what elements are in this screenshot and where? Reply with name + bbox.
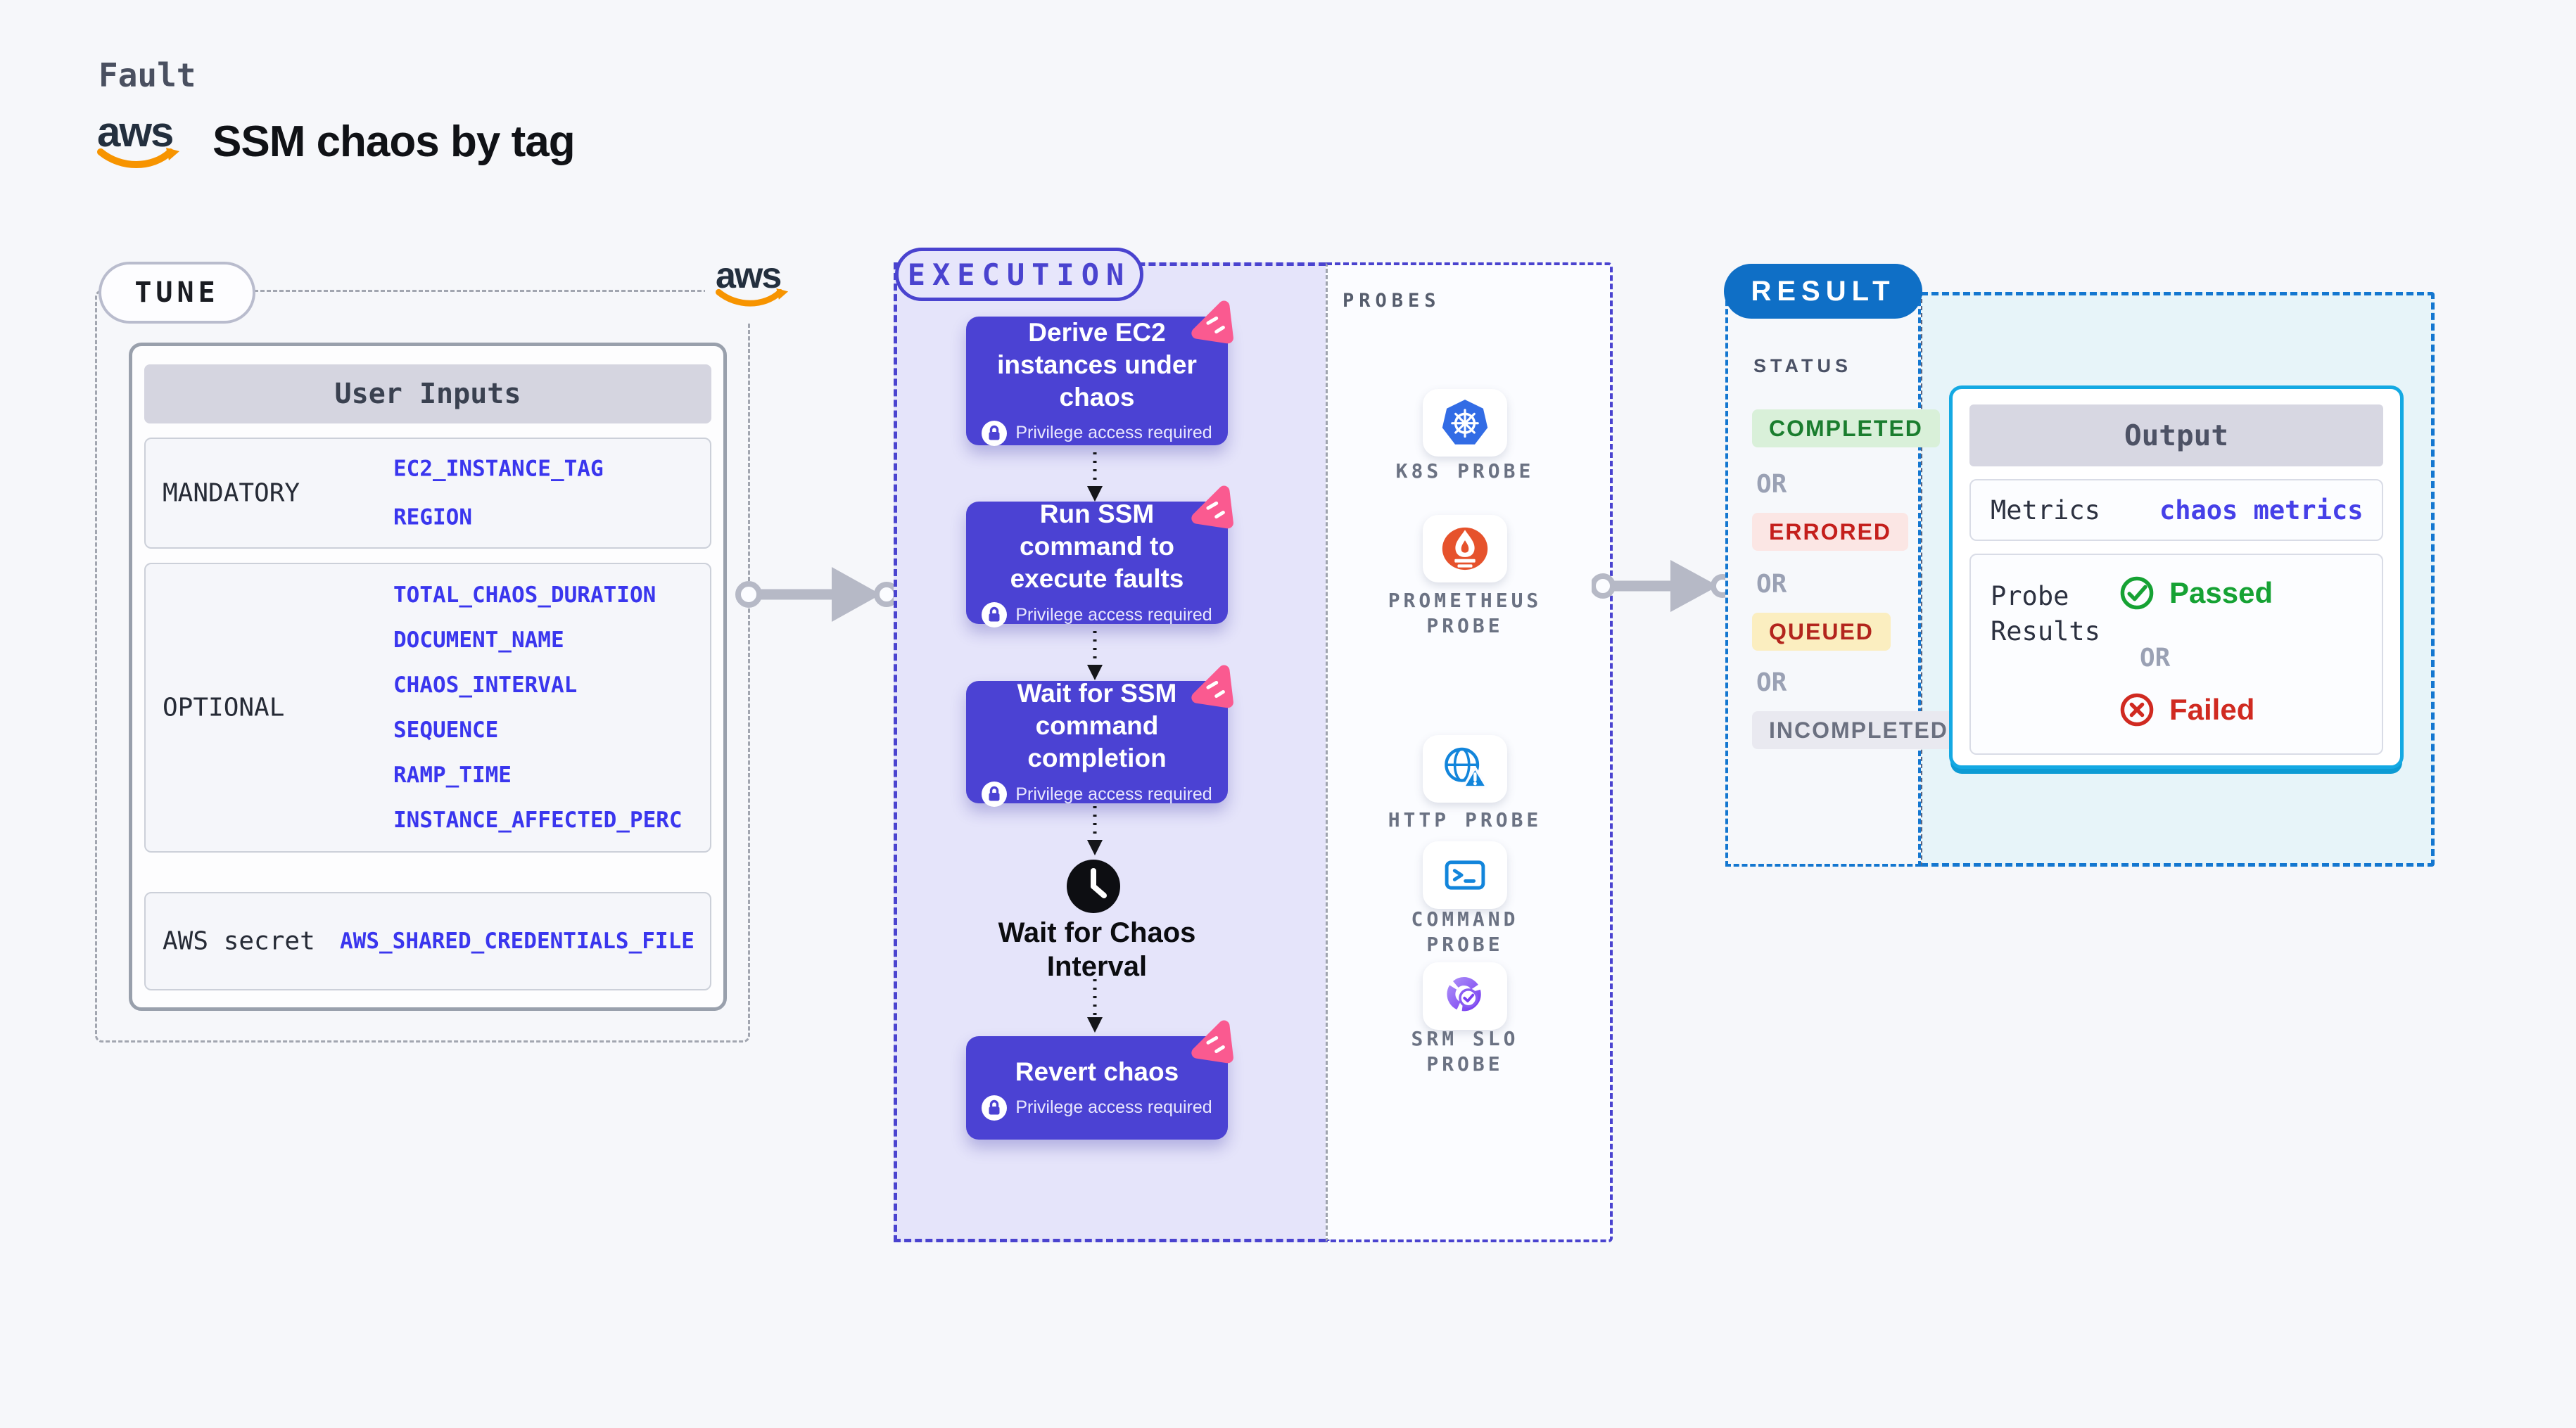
probe-card-prometheus[interactable] bbox=[1423, 515, 1507, 582]
lock-icon bbox=[982, 602, 1008, 627]
step-title: Revert chaos bbox=[1015, 1057, 1179, 1086]
step-connector-arrow bbox=[1087, 631, 1103, 680]
chaos-fault-icon bbox=[1191, 300, 1233, 344]
aws-logo-text: aws bbox=[716, 255, 782, 296]
probe-card-http[interactable] bbox=[1423, 735, 1507, 803]
input-variable[interactable]: RAMP_TIME bbox=[393, 763, 512, 788]
prometheus-icon bbox=[1442, 527, 1488, 570]
input-variable[interactable]: EC2_INSTANCE_TAG bbox=[393, 456, 604, 482]
privilege-note: Privilege access required bbox=[1015, 1097, 1212, 1117]
passed-check-icon bbox=[2120, 576, 2154, 610]
wait-for-chaos-interval-label: Wait for Chaos Interval bbox=[998, 917, 1196, 982]
step-revert-chaos[interactable]: Revert chaos Privilege access required bbox=[966, 1020, 1233, 1140]
privilege-note: Privilege access required bbox=[1015, 784, 1212, 804]
aws-logo-text: aws bbox=[97, 108, 174, 155]
step-wait-ssm-completion[interactable]: Wait for SSM command completion Privileg… bbox=[966, 665, 1233, 807]
aws-secret-label: AWS secret bbox=[163, 926, 315, 956]
probe-card-k8s[interactable] bbox=[1423, 389, 1507, 457]
execution-section-pill[interactable]: EXECUTION bbox=[895, 248, 1143, 301]
slo-donut-check-icon bbox=[1447, 977, 1481, 1012]
status-badge-errored: ERRORED bbox=[1752, 513, 1909, 551]
step-title: Run SSM command to execute faults bbox=[1010, 499, 1184, 593]
step-title: Derive EC2 instances under chaos bbox=[997, 317, 1197, 412]
output-title: Output bbox=[1969, 404, 2383, 466]
step-connector-arrow bbox=[1087, 452, 1103, 502]
probe-label-command: COMMAND PROBE bbox=[1411, 907, 1519, 956]
or-separator: OR bbox=[2140, 644, 2171, 672]
or-separator: OR bbox=[1756, 668, 1787, 697]
probe-label-k8s: K8S PROBE bbox=[1395, 459, 1535, 483]
aws-smile-icon bbox=[716, 288, 789, 307]
result-status-container bbox=[1725, 292, 1921, 867]
terminal-icon bbox=[1445, 860, 1485, 890]
input-variable[interactable]: DOCUMENT_NAME bbox=[393, 627, 564, 653]
chaos-fault-icon bbox=[1191, 665, 1233, 708]
status-badge-incompleted: INCOMPLETED bbox=[1752, 711, 1965, 749]
tune-aws-logo: aws bbox=[705, 245, 799, 322]
step-derive-ec2-instances[interactable]: Derive EC2 instances under chaos Privile… bbox=[966, 300, 1233, 446]
flow-arrow-tune-to-execution bbox=[735, 567, 899, 622]
lock-icon bbox=[982, 1095, 1008, 1121]
metrics-value[interactable]: chaos metrics bbox=[2159, 495, 2364, 525]
input-variable[interactable]: INSTANCE_AFFECTED_PERC bbox=[393, 808, 683, 833]
kubernetes-icon bbox=[1442, 400, 1488, 445]
failed-x-icon bbox=[2120, 693, 2154, 727]
page-title: SSM chaos by tag bbox=[212, 117, 576, 166]
result-section-pill[interactable]: RESULT bbox=[1724, 264, 1922, 319]
probe-result-passed: Passed bbox=[2119, 575, 2273, 611]
passed-label: Passed bbox=[2169, 576, 2273, 609]
probe-results-row: Probe Results Passed OR Failed bbox=[1969, 554, 2383, 755]
probe-result-failed: Failed bbox=[2119, 691, 2254, 728]
probe-card-command[interactable] bbox=[1423, 841, 1507, 909]
output-card: Output Metrics chaos metrics Probe Resul… bbox=[1949, 385, 2404, 769]
fault-eyebrow: Fault bbox=[99, 56, 196, 94]
privilege-note: Privilege access required bbox=[1015, 423, 1212, 442]
optional-label: OPTIONAL bbox=[163, 693, 285, 722]
chaos-fault-icon bbox=[1191, 485, 1233, 529]
status-badge-completed: COMPLETED bbox=[1752, 409, 1940, 447]
aws-logo: aws bbox=[97, 111, 180, 172]
aws-smile-icon bbox=[97, 148, 179, 168]
input-variable[interactable]: REGION bbox=[393, 504, 472, 530]
probes-heading: PROBES bbox=[1343, 290, 1441, 312]
chaos-fault-icon bbox=[1191, 1020, 1233, 1064]
metrics-row: Metrics chaos metrics bbox=[1969, 479, 2383, 541]
probe-results-label: Probe Results bbox=[1991, 581, 2100, 646]
probe-label-srm-slo: SRM SLO PROBE bbox=[1411, 1027, 1519, 1076]
flow-arrow-execution-to-result bbox=[1592, 560, 1732, 612]
input-variable[interactable]: SEQUENCE bbox=[393, 718, 499, 743]
lock-icon bbox=[982, 420, 1008, 446]
failed-label: Failed bbox=[2169, 693, 2255, 726]
http-globe-warning-icon bbox=[1445, 747, 1488, 789]
step-title: Wait for SSM command completion bbox=[1017, 679, 1177, 772]
mandatory-label: MANDATORY bbox=[163, 478, 300, 508]
tune-section-container bbox=[95, 290, 750, 1043]
input-variable[interactable]: CHAOS_INTERVAL bbox=[393, 672, 578, 698]
page-header: aws SSM chaos by tag bbox=[97, 111, 576, 172]
optional-inputs-row: OPTIONAL TOTAL_CHAOS_DURATION DOCUMENT_N… bbox=[144, 563, 711, 853]
mandatory-inputs-row: MANDATORY EC2_INSTANCE_TAG REGION bbox=[144, 438, 711, 549]
status-heading: STATUS bbox=[1753, 355, 1852, 376]
or-separator: OR bbox=[1756, 470, 1787, 499]
user-inputs-title: User Inputs bbox=[144, 364, 711, 423]
step-connector-arrow bbox=[1087, 979, 1103, 1033]
aws-secret-row: AWS secret AWS_SHARED_CREDENTIALS_FILE bbox=[144, 892, 711, 990]
or-separator: OR bbox=[1756, 570, 1787, 599]
probe-card-srm-slo[interactable] bbox=[1423, 962, 1507, 1030]
privilege-note: Privilege access required bbox=[1015, 604, 1212, 625]
status-badge-queued: QUEUED bbox=[1752, 613, 1891, 651]
lock-icon bbox=[982, 782, 1008, 807]
probe-label-prometheus: PROMETHEUS PROBE bbox=[1388, 589, 1542, 637]
input-variable[interactable]: TOTAL_CHAOS_DURATION bbox=[393, 582, 656, 608]
step-connector-arrow bbox=[1087, 806, 1103, 855]
clock-icon bbox=[1067, 860, 1120, 913]
input-variable[interactable]: AWS_SHARED_CREDENTIALS_FILE bbox=[340, 929, 694, 954]
step-run-ssm-command[interactable]: Run SSM command to execute faults Privil… bbox=[966, 485, 1233, 627]
tune-section-pill[interactable]: TUNE bbox=[99, 262, 255, 324]
probe-label-http: HTTP PROBE bbox=[1388, 808, 1542, 831]
metrics-label: Metrics bbox=[1991, 495, 2100, 525]
